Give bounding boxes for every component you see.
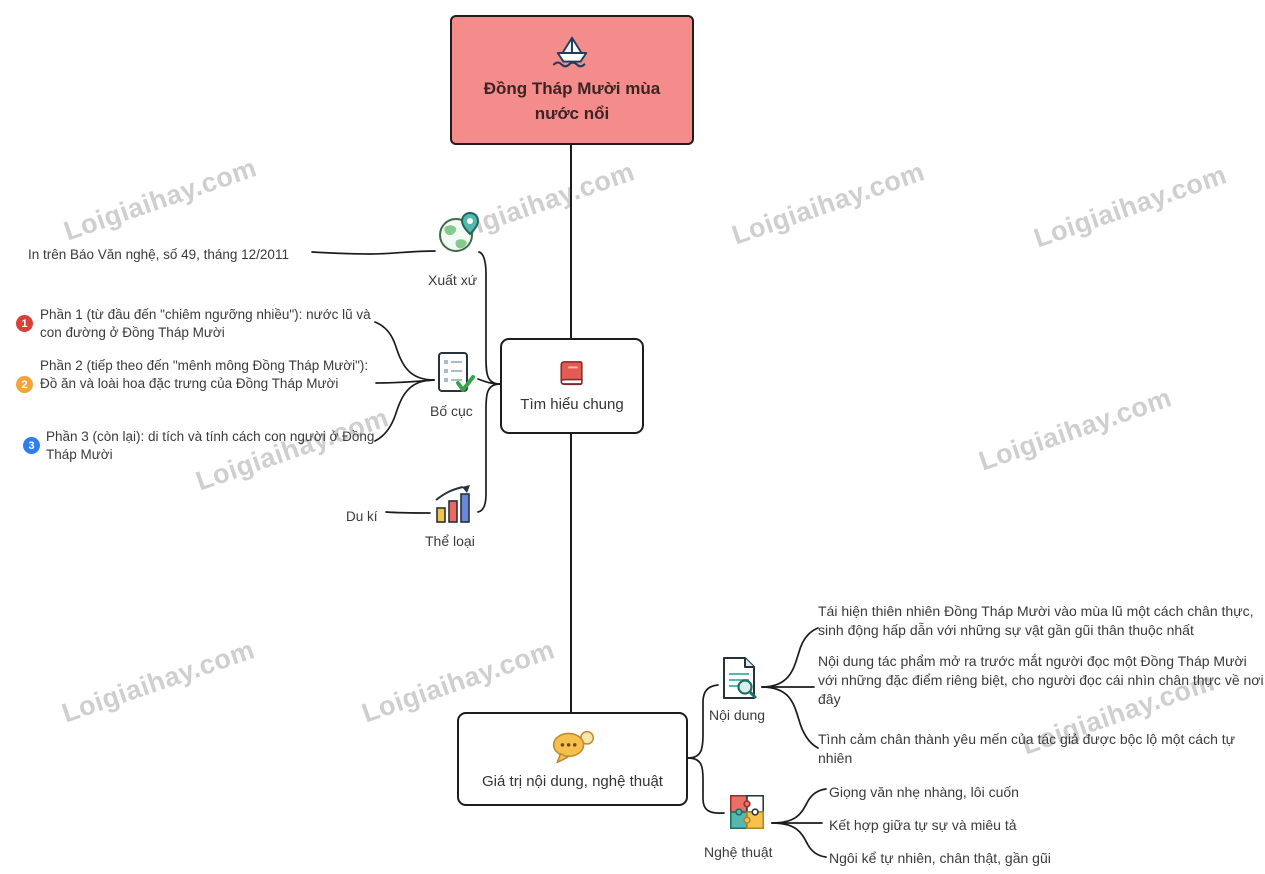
part-text: Phần 1 (từ đầu đến "chiêm ngưỡng nhiều")…: [40, 307, 371, 341]
branch-label-xuat-xu: Xuất xứ: [428, 272, 478, 288]
red-book-icon: [557, 359, 587, 389]
branch-label-the-loai: Thể loại: [425, 533, 475, 549]
node-title: Tìm hiểu chung: [520, 396, 624, 413]
bar-chart-icon: [432, 484, 476, 526]
node-title: Giá trị nội dung, nghệ thuật: [482, 772, 663, 790]
globe-pin-icon: [437, 209, 481, 255]
puzzle-icon: [726, 791, 768, 833]
branch-label-nghe-thuat: Nghệ thuật: [704, 844, 773, 860]
checklist-icon: [436, 350, 476, 396]
paper-boat-icon: [549, 34, 595, 72]
part-number-badge: 3: [23, 437, 40, 454]
node-gia-tri: Giá trị nội dung, nghệ thuật: [457, 712, 688, 806]
genre-text: Du kí: [346, 509, 378, 524]
root-title: Đồng Tháp Mười mùa nước nổi: [483, 78, 661, 124]
art-item-text: Kết hợp giữa tự sự và miêu tả: [829, 817, 1017, 833]
branch-label-bo-cuc: Bố cục: [430, 403, 473, 419]
art-item-text: Giọng văn nhẹ nhàng, lôi cuốn: [829, 784, 1019, 800]
node-tim-hieu-chung: Tìm hiểu chung: [500, 338, 644, 434]
content-item-text: Tái hiện thiên nhiên Đồng Tháp Mười vào …: [818, 603, 1254, 639]
part-text: Phần 3 (còn lại): di tích và tính cách c…: [46, 429, 375, 463]
document-search-icon: [720, 655, 760, 701]
content-item-text: Tình cảm chân thành yêu mến của tác giả …: [818, 731, 1236, 767]
branch-label-noi-dung: Nội dung: [709, 707, 766, 723]
origin-text: In trên Báo Văn nghệ, số 49, tháng 12/20…: [28, 247, 289, 262]
part-number-badge: 2: [16, 376, 33, 393]
part-text: Phần 2 (tiếp theo đến "mênh mông Đồng Th…: [40, 358, 369, 392]
root-node: Đồng Tháp Mười mùa nước nổi: [450, 15, 694, 145]
art-item-text: Ngôi kể tự nhiên, chân thật, gần gũi: [829, 850, 1051, 866]
content-item-text: Nội dung tác phẩm mở ra trước mắt người …: [818, 653, 1264, 708]
part-number-badge: 1: [16, 315, 33, 332]
chat-bubbles-icon: [550, 729, 596, 766]
